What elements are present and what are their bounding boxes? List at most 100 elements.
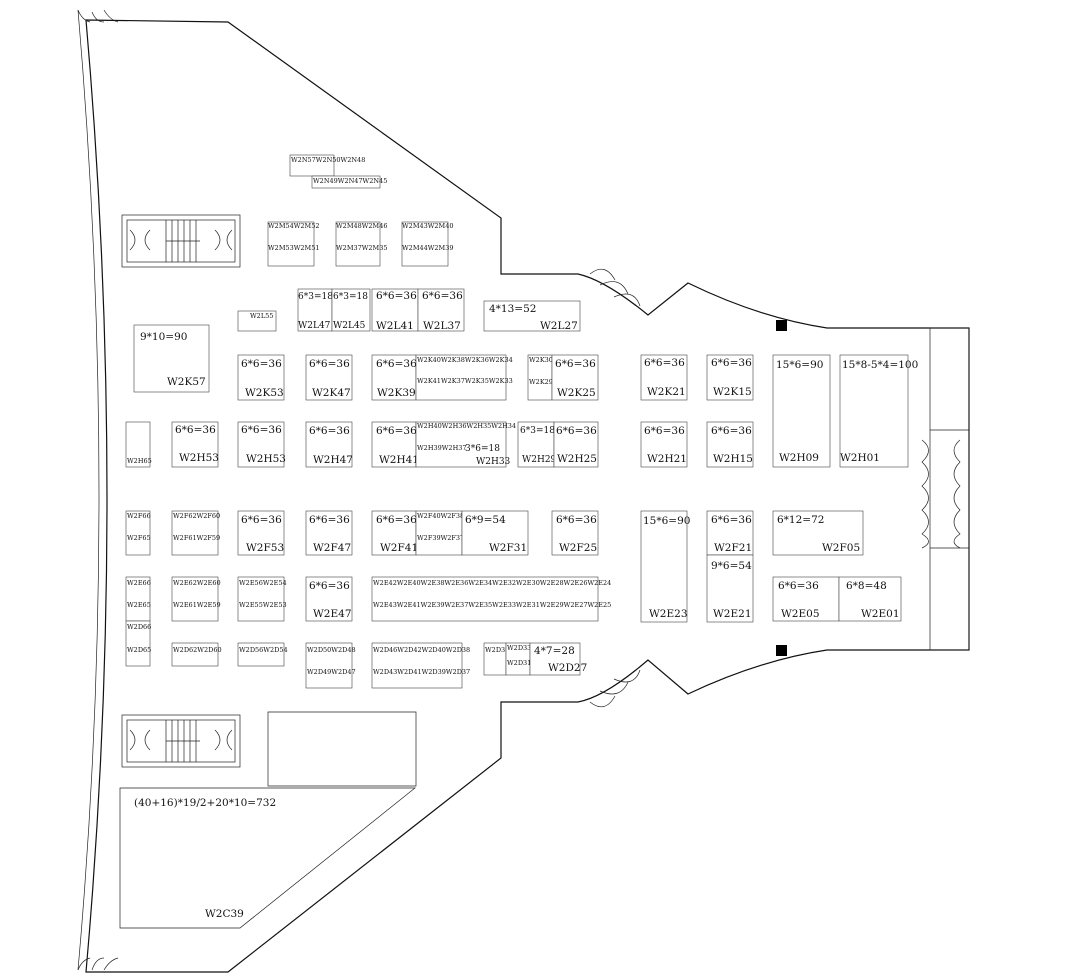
big-area-formula: (40+16)*19/2+20*10=732 (134, 797, 276, 809)
booth-label: W2L37 (423, 320, 461, 332)
booth-outline (706, 554, 754, 623)
booth-label: W2D35 (485, 646, 509, 654)
booth-label: W2H53 (179, 452, 219, 464)
booth-label: 6*8=48 (846, 580, 887, 592)
booth-label: W2E66 (127, 579, 151, 587)
booth-label: 6*6=36 (309, 358, 350, 370)
booth-label: 6*6=36 (376, 290, 417, 302)
booth-outline (371, 354, 417, 401)
booth-label: 9*6=54 (711, 560, 752, 572)
booth-outline (125, 620, 151, 667)
east-entrance-block (929, 327, 970, 651)
booth-w2l55[interactable]: W2L55 (237, 310, 277, 332)
booth-label: 15*6=90 (776, 359, 823, 371)
booth-outline (237, 576, 285, 622)
booth-outline (371, 576, 599, 622)
booth-w2e42grp[interactable]: W2E42W2E40W2E38W2E36W2E34W2E32W2E30W2E28… (371, 576, 611, 622)
booth-label: W2L45 (333, 321, 366, 331)
staircase-south (121, 714, 241, 768)
booth-w2h65[interactable]: W2H65 (125, 421, 152, 468)
booth-label: 6*6=36 (555, 358, 596, 370)
booth-label: W2F31 (489, 542, 527, 554)
booth-outline (505, 642, 531, 676)
booth-label: W2E65 (127, 601, 151, 609)
booth-label: W2F39W2F37 (417, 534, 464, 542)
booth-label: W2H29 (522, 455, 557, 465)
booth-label: W2F21 (714, 542, 752, 554)
booth-w2d56[interactable]: W2D56W2D54 (237, 642, 288, 667)
booth-label: 4*13=52 (489, 303, 536, 315)
corner-door-bottom (77, 957, 119, 971)
booth-w2d35[interactable]: W2D35 (483, 642, 509, 676)
booth-label: W2F47 (313, 542, 351, 554)
booth-w2h40grp[interactable]: W2H40W2H36W2H35W2H34W2H39W2H373*6=18W2H3… (415, 421, 516, 468)
booth-outline (305, 642, 353, 689)
booth-label: W2N49W2N47W2N45 (313, 177, 387, 185)
booth-label: W2D50W2D48 (307, 646, 356, 654)
booth-outline (125, 576, 151, 622)
booth-label: W2H25 (557, 453, 597, 465)
booth-label: W2H01 (840, 452, 880, 464)
pillar-south (776, 645, 787, 656)
booth-w2n49[interactable]: W2N49W2N47W2N45 (311, 175, 387, 189)
booth-label: 6*12=72 (777, 514, 824, 526)
booth-outline (371, 288, 419, 332)
booth-outline (772, 576, 840, 622)
booth-w2n57[interactable]: W2N57W2N50W2N48 (289, 154, 365, 177)
booth-w2d62[interactable]: W2D62W2D60 (171, 642, 222, 667)
booth-label: 3*6=18 (465, 444, 500, 454)
booth-outline (772, 354, 831, 468)
booth-outline (415, 421, 507, 468)
